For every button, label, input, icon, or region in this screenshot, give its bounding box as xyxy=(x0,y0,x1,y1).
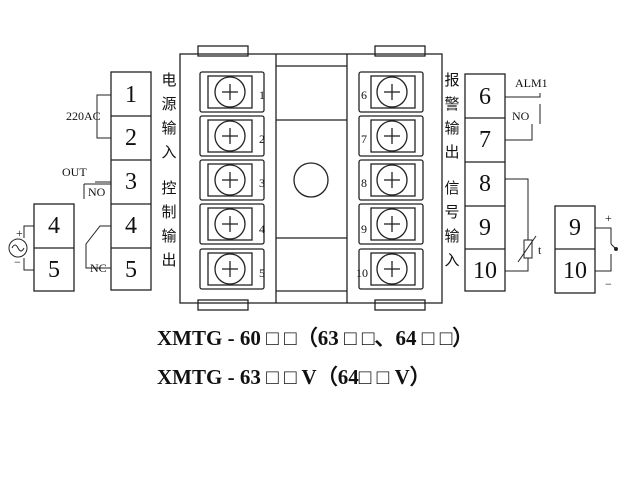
caption-char: 入 xyxy=(444,251,459,269)
thermistor-label: t xyxy=(538,243,542,257)
power-input-wiring: 220AC xyxy=(66,94,111,139)
signal-terminal-9: 9 xyxy=(569,215,581,241)
no-label-left: NO xyxy=(88,185,106,199)
caption-char: 报 xyxy=(444,71,459,89)
caption-char: 输 xyxy=(161,119,176,137)
screw-icon xyxy=(376,120,408,152)
caption-char: 出 xyxy=(444,143,459,161)
right-terminal-8: 8 xyxy=(479,171,491,197)
screw-icon xyxy=(214,208,246,240)
right-screw-column: 6 7 8 9 10 xyxy=(356,71,424,290)
caption-char: 输 xyxy=(444,227,459,245)
caption-char: 入 xyxy=(161,143,176,161)
source-plus: + xyxy=(16,226,23,240)
screw-icon xyxy=(214,76,246,108)
caption-char: 电 xyxy=(161,71,176,89)
no-label-right: NO xyxy=(512,109,530,123)
signal-input-caption: 信 号 输 入 xyxy=(444,179,459,269)
left-terminal-strip: 1 2 3 4 5 xyxy=(110,71,152,291)
device-pin-3: 3 xyxy=(259,176,265,190)
device-pin-5: 5 xyxy=(259,266,265,280)
model-line-2: XMTG - 63 □ □ V（64□ □ V） xyxy=(157,365,431,389)
caption-char: 制 xyxy=(161,203,176,221)
signal-input-wiring: t xyxy=(505,178,542,272)
source-minus: − xyxy=(14,255,21,269)
caption-char: 输 xyxy=(444,119,459,137)
signal-terminal-10: 10 xyxy=(563,258,587,284)
left-terminal-4: 4 xyxy=(125,213,137,239)
signal-box: 9 10 + − xyxy=(554,205,618,294)
ac-source-icon xyxy=(8,238,28,258)
screw-icon xyxy=(376,164,408,196)
junction-dot xyxy=(614,247,618,251)
source-terminal-4: 4 xyxy=(48,213,60,239)
screw-icon xyxy=(214,253,246,285)
left-terminal-2: 2 xyxy=(125,125,137,151)
left-terminal-3: 3 xyxy=(125,169,137,195)
device-body: 1 2 3 4 5 xyxy=(179,45,443,311)
device-pin-8: 8 xyxy=(361,176,367,190)
caption-char: 源 xyxy=(161,95,176,113)
screw-icon xyxy=(376,76,408,108)
alarm-wiring: ALM1 NO xyxy=(505,76,548,141)
screw-icon xyxy=(214,164,246,196)
signal-minus: − xyxy=(605,277,612,291)
left-screw-column: 1 2 3 4 5 xyxy=(199,71,265,290)
source-box: 4 5 + − xyxy=(8,203,75,292)
model-line-1: XMTG - 60 □ □（63 □ □、64 □ □） xyxy=(157,326,473,350)
device-pin-10: 10 xyxy=(356,266,368,280)
control-output-caption: 控 制 输 出 xyxy=(161,179,176,269)
source-terminal-5: 5 xyxy=(48,257,60,283)
caption-char: 出 xyxy=(161,251,176,269)
screw-icon xyxy=(376,208,408,240)
device-pin-4: 4 xyxy=(259,222,265,236)
right-terminal-7: 7 xyxy=(479,127,491,153)
power-label: 220AC xyxy=(66,109,101,123)
alarm-output-caption: 报 警 输 出 xyxy=(444,71,459,161)
center-hole xyxy=(293,162,329,198)
power-input-caption: 电 源 输 入 xyxy=(161,71,176,161)
signal-plus: + xyxy=(605,211,612,225)
caption-char: 警 xyxy=(444,95,459,113)
out-label: OUT xyxy=(62,165,87,179)
left-terminal-5: 5 xyxy=(125,257,137,283)
right-terminal-9: 9 xyxy=(479,215,491,241)
right-terminal-strip: 6 7 8 9 10 xyxy=(464,73,506,292)
right-terminal-10: 10 xyxy=(473,258,497,284)
device-pin-9: 9 xyxy=(361,222,367,236)
caption-char: 输 xyxy=(161,227,176,245)
nc-label: NC xyxy=(90,261,107,275)
device-pin-1: 1 xyxy=(259,88,265,102)
screw-icon xyxy=(376,253,408,285)
right-terminal-6: 6 xyxy=(479,84,491,110)
alm1-label: ALM1 xyxy=(515,76,548,90)
screw-icon xyxy=(214,120,246,152)
device-pin-6: 6 xyxy=(361,88,367,102)
caption-char: 控 xyxy=(161,179,176,197)
left-terminal-1: 1 xyxy=(125,82,137,108)
caption-char: 号 xyxy=(444,203,459,221)
thermistor-icon xyxy=(523,239,533,259)
device-pin-2: 2 xyxy=(259,132,265,146)
caption-char: 信 xyxy=(444,179,459,197)
device-pin-7: 7 xyxy=(361,132,367,146)
out-relay-wiring: OUT NO NC xyxy=(62,165,111,275)
